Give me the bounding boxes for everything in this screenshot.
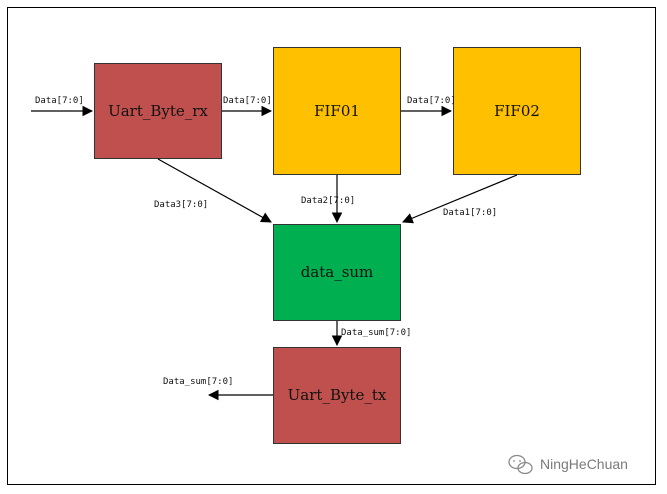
fifo2-block: FIF02 [453,47,581,175]
watermark: NingHeChuan [508,454,628,475]
uart-byte-tx-block: Uart_Byte_tx [273,347,401,444]
uart-byte-rx-label: Uart_Byte_rx [108,102,208,120]
watermark-text: NingHeChuan [540,456,628,472]
data-sum-label: data_sum [301,263,374,281]
fifo2-to-sum-arrow [402,174,518,224]
uart-byte-rx-block: Uart_Byte_rx [94,63,222,159]
wechat-icon [508,454,533,475]
fifo1-block: FIF01 [273,47,401,175]
rx-to-sum-arrow [157,158,272,223]
data-sum-block: data_sum [273,224,401,321]
rx-to-fifo1-signal-label: Data[7:0] [223,96,272,106]
fifo1-label: FIF01 [314,102,360,120]
fifo2-to-sum-signal-label: Data1[7:0] [443,208,497,218]
output-signal-label: Data_sum[7:0] [163,377,233,387]
input-signal-label: Data[7:0] [35,96,84,106]
uart-byte-tx-label: Uart_Byte_tx [288,386,387,404]
sum-to-tx-signal-label: Data_sum[7:0] [341,328,411,338]
fifo1-to-fifo2-signal-label: Data[7:0] [407,96,456,106]
fifo2-label: FIF02 [494,102,540,120]
rx-to-sum-signal-label: Data3[7:0] [154,200,208,210]
fifo1-to-sum-signal-label: Data2[7:0] [301,196,355,206]
